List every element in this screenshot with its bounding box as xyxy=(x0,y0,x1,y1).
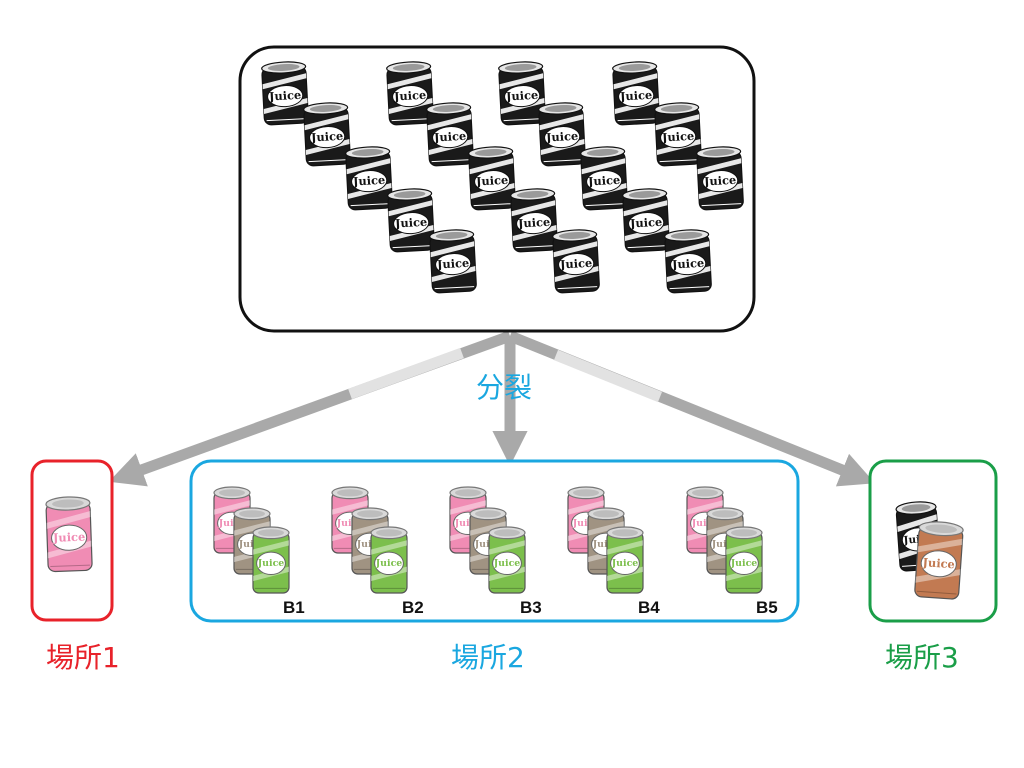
juice-can-black: Juice xyxy=(303,102,351,167)
location-3-label: 場所3 xyxy=(885,641,959,674)
group-label-b4: B4 xyxy=(638,598,660,617)
juice-can-green: Juice xyxy=(606,526,644,594)
juice-can-black: Juice xyxy=(426,102,474,167)
can-label-text: Juice xyxy=(572,518,600,529)
juice-can-brown_gray: Juice xyxy=(233,507,271,575)
can-label-text: Juice xyxy=(356,539,384,550)
can-label-text: Juice xyxy=(661,129,695,145)
juice-can-pink: Juice xyxy=(45,496,93,573)
can-label-text: Juice xyxy=(474,539,502,550)
juice-can-black: Juice xyxy=(510,188,558,253)
arrow-highlight-right xyxy=(553,349,663,403)
juice-can-black: Juice xyxy=(538,102,586,167)
can-label-text: Juice xyxy=(559,256,593,272)
juice-can-black: Juice xyxy=(386,61,434,126)
group-label-b1: B1 xyxy=(283,598,305,617)
can-label-text: Juice xyxy=(671,256,705,272)
juice-can-black: Juice xyxy=(622,188,670,253)
can-label-text: Juice xyxy=(730,558,758,569)
juice-can-orange: Juice xyxy=(914,521,964,600)
juice-can-green: Juice xyxy=(725,526,763,594)
can-label-text: Juice xyxy=(310,129,344,145)
location-2-cans: JuiceJuiceJuiceJuiceJuiceJuiceJuiceJuice… xyxy=(213,486,763,594)
split-label: 分裂 xyxy=(476,371,533,404)
juice-can-green: Juice xyxy=(252,526,290,594)
can-label-text: Juice xyxy=(629,215,663,231)
can-label-text: Juice xyxy=(393,88,427,104)
location-1-cans: Juice xyxy=(45,496,93,573)
can-label-text: Juice xyxy=(545,129,579,145)
can-label-text: Juice xyxy=(921,555,955,571)
juice-can-black: Juice xyxy=(664,229,712,294)
juice-can-black: Juice xyxy=(261,61,309,126)
juice-can-black: Juice xyxy=(654,102,702,167)
group-label-b3: B3 xyxy=(520,598,542,617)
can-label-text: Juice xyxy=(592,539,620,550)
juice-can-black: Juice xyxy=(429,229,477,294)
juice-can-black: Juice xyxy=(345,146,393,211)
can-label-text: Juice xyxy=(454,518,482,529)
juice-can-black: Juice xyxy=(696,146,744,211)
split-arrows xyxy=(108,330,876,487)
juice-can-black: Juice xyxy=(552,229,600,294)
juice-can-green: Juice xyxy=(370,526,408,594)
can-label-text: Juice xyxy=(257,558,285,569)
can-label-text: Juice xyxy=(394,215,428,231)
can-label-text: Juice xyxy=(352,173,386,189)
can-label-text: Juice xyxy=(587,173,621,189)
group-label-b5: B5 xyxy=(756,598,778,617)
juice-can-black: Juice xyxy=(498,61,546,126)
juice-can-black: Juice xyxy=(580,146,628,211)
juice-can-black: Juice xyxy=(387,188,435,253)
can-label-text: Juice xyxy=(711,539,739,550)
can-label-text: Juice xyxy=(375,558,403,569)
juice-can-green: Juice xyxy=(488,526,526,594)
juice-can-brown_gray: Juice xyxy=(587,507,625,575)
juice-can-black: Juice xyxy=(612,61,660,126)
can-label-text: Juice xyxy=(436,256,470,272)
can-label-text: Juice xyxy=(517,215,551,231)
can-label-text: Juice xyxy=(703,173,737,189)
can-label-text: Juice xyxy=(433,129,467,145)
juice-can-black: Juice xyxy=(468,146,516,211)
can-label-text: Juice xyxy=(336,518,364,529)
can-label-text: Juice xyxy=(238,539,266,550)
can-label-text: Juice xyxy=(505,88,539,104)
can-label-text: Juice xyxy=(619,88,653,104)
can-label-text: Juice xyxy=(52,530,86,545)
location-1-label: 場所1 xyxy=(46,641,120,674)
can-label-text: Juice xyxy=(691,518,719,529)
source-cans: JuiceJuiceJuiceJuiceJuiceJuiceJuiceJuice… xyxy=(261,61,744,294)
can-label-text: Juice xyxy=(475,173,509,189)
arrow-highlight-left xyxy=(348,347,464,400)
can-label-text: Juice xyxy=(268,88,302,104)
location-2-label: 場所2 xyxy=(451,641,525,674)
can-label-text: Juice xyxy=(611,558,639,569)
group-label-b2: B2 xyxy=(402,598,424,617)
can-label-text: Juice xyxy=(493,558,521,569)
can-label-text: Juice xyxy=(218,518,246,529)
